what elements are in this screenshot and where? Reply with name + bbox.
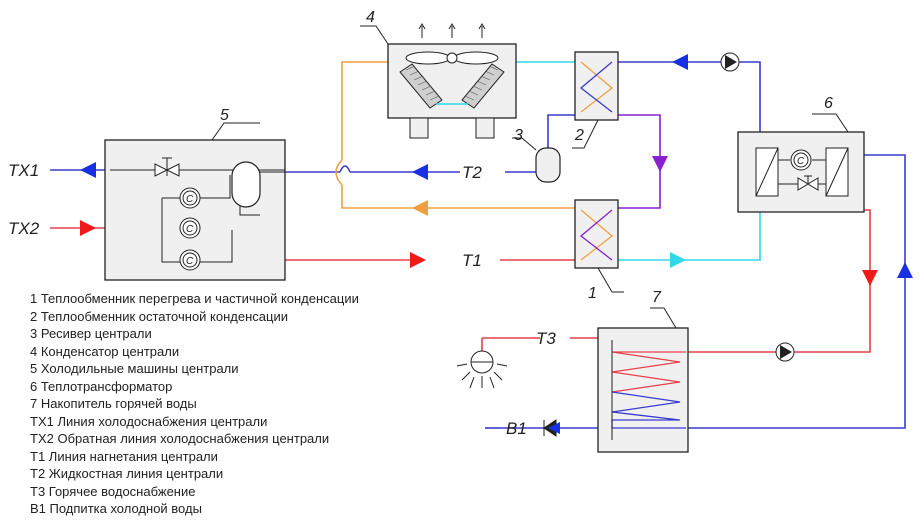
legend-item: 2 Теплообменник остаточной конденсации bbox=[30, 308, 288, 324]
arrow-purple bbox=[652, 156, 668, 172]
label-1: 1 bbox=[588, 285, 597, 302]
box2-leader bbox=[572, 119, 599, 149]
tank-coil-hot bbox=[611, 351, 686, 393]
legend-item: 7 Накопитель горячей воды bbox=[30, 396, 197, 411]
pipe-blue-right bbox=[500, 154, 906, 429]
compressor-1: C bbox=[179, 187, 201, 209]
legend-item: Т1 Линия нагнетания централи bbox=[30, 448, 218, 464]
label-tx2: ТХ2 bbox=[8, 219, 40, 238]
label-4: 4 bbox=[366, 9, 375, 26]
ht-internal-piping bbox=[778, 159, 826, 185]
hot-water-tank bbox=[597, 327, 689, 453]
label-6: 6 bbox=[824, 95, 833, 112]
arrow-tx1 bbox=[80, 162, 96, 178]
legend-item: 5 Холодильные машины централи bbox=[30, 361, 239, 376]
box6-leader bbox=[812, 113, 849, 133]
box5-leader bbox=[211, 122, 260, 141]
hx2-cross-orange bbox=[580, 61, 614, 113]
svg-text:C: C bbox=[797, 156, 805, 167]
label-b1: В1 bbox=[506, 419, 527, 438]
label-5: 5 bbox=[220, 107, 229, 124]
label-2: 2 bbox=[574, 127, 584, 144]
svg-text:C: C bbox=[186, 224, 194, 235]
pipe-hx2-receiver bbox=[547, 114, 575, 150]
arrow-t2 bbox=[412, 164, 428, 180]
chiller-separator bbox=[231, 161, 261, 208]
arrow-cyan bbox=[670, 252, 686, 268]
legend-item: 4 Конденсатор централи bbox=[30, 343, 180, 359]
arrow-blue-right bbox=[897, 262, 913, 278]
arrow-t1 bbox=[410, 252, 426, 268]
condenser-leg-right bbox=[475, 117, 495, 139]
lamp-consumer-icon bbox=[456, 350, 508, 389]
pump-tank bbox=[775, 342, 795, 362]
condenser-fan-hub bbox=[446, 52, 458, 64]
label-3: 3 bbox=[514, 127, 523, 144]
ht-exchanger-right-diag bbox=[825, 147, 849, 197]
label-t1: Т1 bbox=[462, 251, 482, 270]
condenser-coil-hatch bbox=[405, 65, 499, 101]
valve-tx1-b bbox=[165, 163, 180, 177]
pipe-blue-top bbox=[618, 61, 761, 150]
arrow-red-right bbox=[862, 270, 878, 286]
label-7: 7 bbox=[652, 289, 662, 306]
arrow-orange bbox=[412, 200, 428, 216]
legend-item: ТХ2 Обратная линия холодоснабжения центр… bbox=[30, 431, 330, 446]
receiver bbox=[535, 147, 561, 183]
airflow-arrows bbox=[418, 23, 486, 38]
box3-leader bbox=[512, 137, 537, 151]
hx2-cross-blue bbox=[579, 61, 613, 113]
legend: 1 Теплообменник перегрева и частичной ко… bbox=[30, 290, 359, 518]
hx1-cross-purple bbox=[579, 209, 613, 261]
legend-item: Т3 Горячее водоснабжение bbox=[30, 483, 196, 499]
pipe-cyan-bottom bbox=[618, 195, 761, 261]
ht-valve-stem bbox=[804, 175, 812, 184]
condenser-fan-blade-right bbox=[453, 51, 499, 65]
legend-item: 6 Теплотрансформатор bbox=[30, 378, 173, 394]
legend-item: 1 Теплообменник перегрева и частичной ко… bbox=[30, 291, 359, 306]
ht-exchanger-left-diag bbox=[755, 147, 779, 197]
hx1-cross-orange bbox=[580, 209, 614, 261]
condenser-fan-blade-left bbox=[405, 51, 451, 65]
pump-top bbox=[720, 52, 740, 72]
legend-item: Т2 Жидкостная линия централи bbox=[30, 466, 224, 481]
pipe-crossover bbox=[339, 165, 351, 173]
legend-item: 3 Ресивер централи bbox=[30, 326, 152, 341]
svg-text:C: C bbox=[186, 194, 194, 205]
svg-text:C: C bbox=[186, 256, 194, 267]
box4-leader bbox=[360, 25, 389, 45]
compressor-3: C bbox=[179, 249, 201, 271]
arrow-b1 bbox=[548, 422, 560, 434]
pipe-orange-bump bbox=[335, 159, 343, 186]
box7-leader bbox=[650, 307, 677, 329]
pipe-orange bbox=[341, 61, 575, 209]
compressor-2: C bbox=[179, 217, 201, 239]
arrow-blue-top bbox=[672, 54, 688, 70]
ht-compressor: C bbox=[790, 149, 812, 171]
legend-item: В1 Подпитка холодной воды bbox=[30, 501, 202, 516]
legend-item: ТХ1 Линия холодоснабжения централи bbox=[30, 413, 268, 429]
label-t2: Т2 bbox=[462, 163, 482, 182]
label-t3: Т3 bbox=[536, 329, 556, 348]
arrow-tx2 bbox=[80, 220, 96, 236]
condenser-leg-left bbox=[409, 117, 429, 139]
pipe-purple bbox=[618, 114, 661, 209]
label-tx1: ТХ1 bbox=[8, 161, 39, 180]
box1-leader bbox=[597, 267, 624, 293]
